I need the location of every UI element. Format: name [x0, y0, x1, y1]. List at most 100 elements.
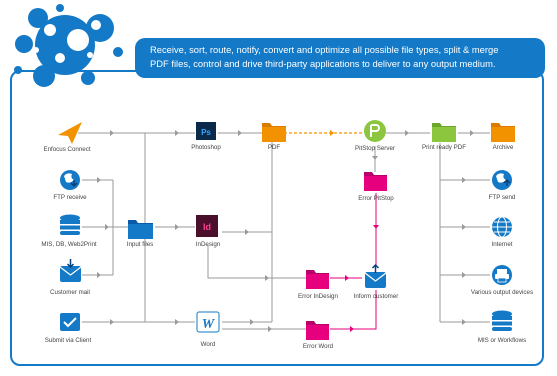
- folder-icon: [128, 220, 153, 239]
- word-icon: W: [196, 311, 220, 333]
- arrowhead: [462, 224, 466, 230]
- photoshop-icon: Ps: [196, 122, 216, 140]
- banner-text: Receive, sort, route, notify, convert an…: [150, 43, 535, 71]
- arrowhead: [462, 319, 466, 325]
- node-label: Archive: [493, 144, 514, 151]
- indesign-glyph: Id: [203, 222, 211, 232]
- arrowhead: [250, 319, 254, 325]
- arrowhead: [245, 229, 249, 235]
- node-mis-or-workflows: MIS or Workflows: [478, 310, 526, 344]
- arrow-markers: [97, 130, 474, 332]
- arrowhead: [350, 326, 354, 332]
- printer-icon: [492, 265, 512, 285]
- arrowhead: [462, 272, 466, 278]
- globe-upload-icon: [492, 170, 512, 190]
- folder-icon: [432, 123, 456, 142]
- node-label: MIS, DB, Web2Print: [41, 241, 97, 248]
- globe-download-icon: [60, 170, 80, 190]
- node-print-ready-pdf: Print ready PDF: [422, 123, 466, 151]
- internet-globe-icon: [492, 216, 512, 238]
- banner-line-1: Receive, sort, route, notify, convert an…: [150, 44, 499, 55]
- node-label: Photoshop: [191, 144, 221, 151]
- node-photoshop: Ps Photoshop: [191, 122, 221, 151]
- node-indesign: Id InDesign: [196, 215, 221, 248]
- node-internet: Internet: [492, 216, 513, 248]
- word-glyph: W: [202, 317, 216, 332]
- arrowhead: [110, 130, 114, 136]
- node-label: MIS or Workflows: [478, 337, 526, 344]
- node-archive: Archive: [491, 123, 515, 151]
- arrowhead: [175, 130, 179, 136]
- node-label: Internet: [492, 241, 513, 248]
- node-label: Error InDesign: [298, 293, 338, 300]
- node-label: Enfocus Connect: [43, 146, 90, 153]
- node-label: Customer mail: [50, 289, 90, 296]
- folder-icon: [306, 270, 329, 289]
- node-pdf: PDF: [262, 123, 286, 151]
- arrowhead: [405, 130, 409, 136]
- node-label: FTP send: [489, 194, 516, 201]
- node-customer-mail: Customer mail: [50, 259, 90, 296]
- node-ftp-send: FTP send: [489, 170, 516, 201]
- arrowhead: [238, 130, 242, 136]
- node-mis-db-web2print: MIS, DB, Web2Print: [41, 214, 97, 248]
- database-icon: [60, 214, 80, 235]
- node-label: PDF: [268, 144, 281, 151]
- arrowhead: [110, 319, 114, 325]
- node-label: Submit via Client: [45, 337, 92, 344]
- node-various-output-devices: Various output devices: [471, 265, 533, 296]
- node-error-pitstop: Error PitStop: [358, 172, 394, 202]
- node-label: InDesign: [196, 241, 221, 248]
- arrowhead: [175, 224, 179, 230]
- pink-arrow-markers: [345, 225, 379, 332]
- indesign-icon: Id: [196, 215, 218, 237]
- pitstop-icon: [364, 120, 386, 142]
- arrowhead: [462, 177, 466, 183]
- folder-icon: [491, 123, 515, 142]
- node-label: Error PitStop: [358, 195, 394, 202]
- arrowhead: [265, 275, 269, 281]
- node-inform-customer: Inform customer: [354, 263, 399, 300]
- node-label: Error Word: [303, 343, 334, 350]
- node-label: FTP receive: [53, 194, 87, 201]
- arrowhead: [105, 224, 109, 230]
- node-label: Inform customer: [354, 293, 399, 300]
- mail-upload-icon: [364, 263, 387, 288]
- connections: [78, 132, 490, 330]
- folder-icon: [306, 321, 329, 340]
- checkbox-icon: [60, 313, 80, 331]
- arrowhead: [470, 130, 474, 136]
- arrowhead: [373, 225, 379, 229]
- node-label: Word: [201, 341, 216, 348]
- arrowhead: [330, 130, 334, 136]
- node-label: PitStop Server: [355, 145, 395, 152]
- banner-line-2: PDF files, control and drive third-party…: [150, 58, 496, 69]
- node-label: Input files: [127, 241, 153, 248]
- workflow-frame: [10, 70, 544, 366]
- node-error-indesign: Error InDesign: [298, 270, 339, 300]
- mail-download-icon: [59, 259, 82, 282]
- folder-icon: [364, 172, 387, 191]
- paper-plane-icon: [58, 122, 82, 144]
- database-icon: [492, 310, 512, 331]
- connector: [330, 290, 377, 330]
- node-word: W Word: [196, 311, 220, 348]
- node-error-word: Error Word: [303, 321, 334, 350]
- node-label: Various output devices: [471, 289, 533, 296]
- arrowhead: [372, 156, 378, 160]
- bubble-logo: [14, 4, 123, 87]
- node-enfocus-connect: Enfocus Connect: [43, 122, 91, 153]
- node-submit-via-client: Submit via Client: [45, 313, 92, 344]
- node-input-files: Input files: [127, 220, 153, 248]
- photoshop-glyph: Ps: [201, 128, 211, 137]
- node-label: Print ready PDF: [422, 144, 466, 151]
- arrowhead: [175, 319, 179, 325]
- arrowhead: [97, 177, 101, 183]
- folder-icon: [262, 123, 286, 142]
- node-ftp-receive: FTP receive: [53, 170, 87, 201]
- connector: [207, 245, 306, 279]
- node-pitstop-server: PitStop Server: [355, 120, 395, 152]
- arrowhead: [268, 326, 272, 332]
- arrowhead: [97, 272, 101, 278]
